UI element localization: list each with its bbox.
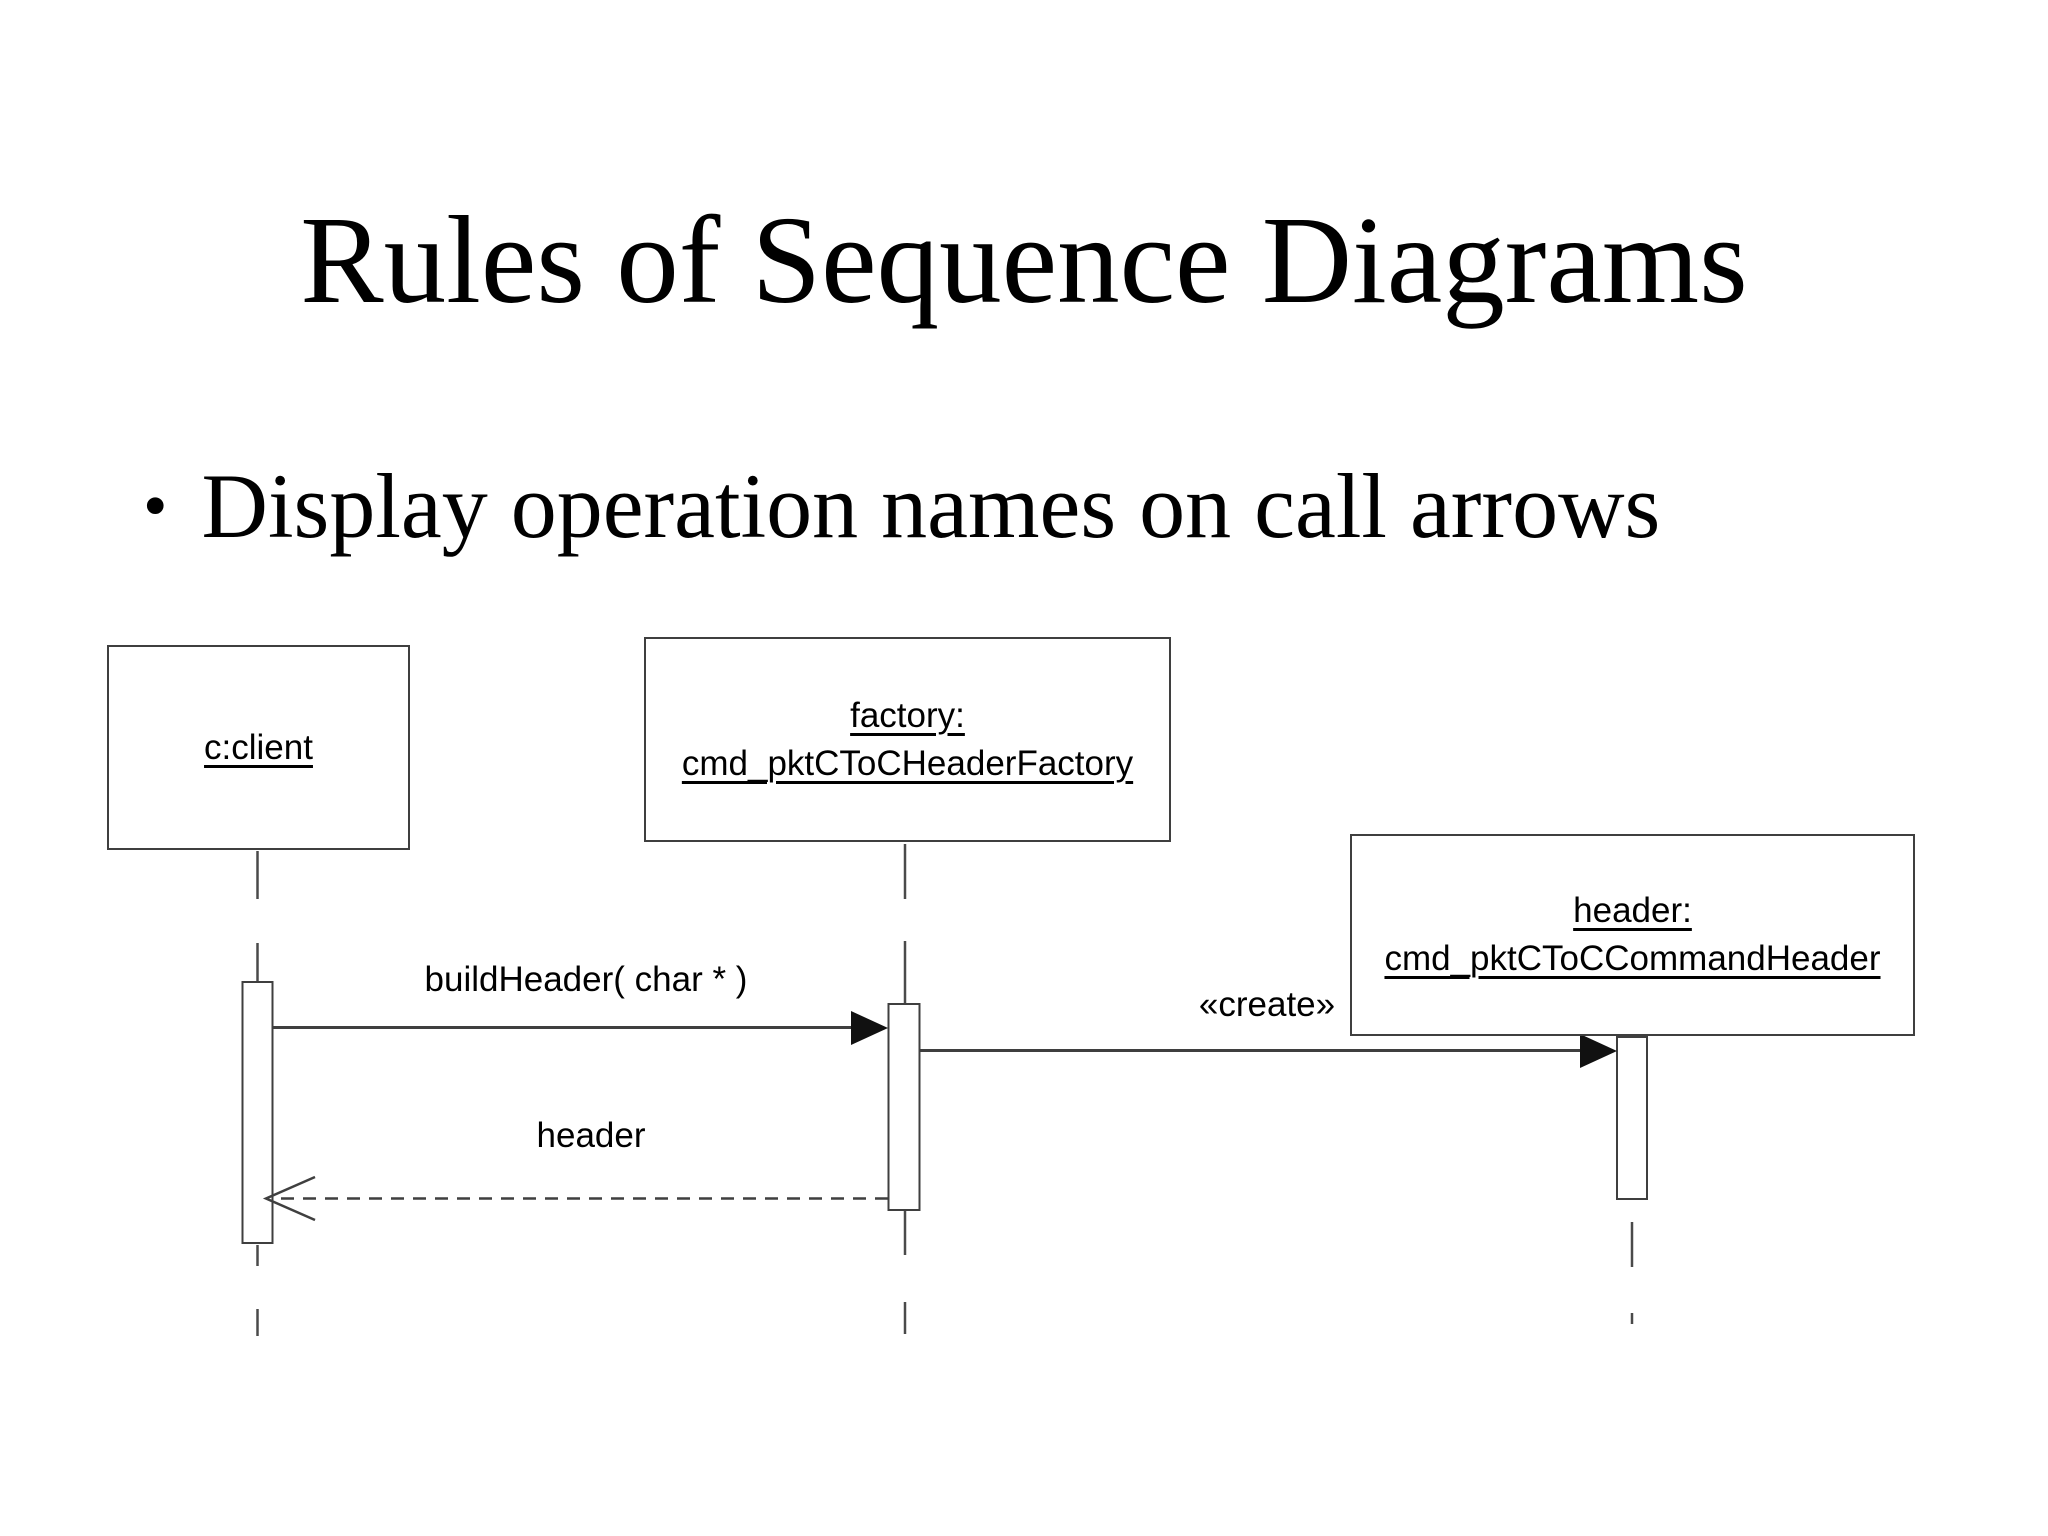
bullet-text: Display operation names on call arrows [201, 455, 1661, 557]
message-label-create: «create» [1198, 985, 1336, 1024]
create-arrow [920, 1034, 1617, 1068]
object-name: factory: [850, 695, 965, 735]
object-box-factory: factory: cmd_pktCToCHeaderFactory [644, 637, 1171, 842]
object-box-header: header: cmd_pktCToCCommandHeader [1350, 834, 1915, 1036]
activation-bar-header [1616, 1036, 1648, 1200]
bullet-icon: • [143, 468, 168, 545]
object-name: header: [1573, 891, 1692, 930]
return-arrow-header [262, 1175, 888, 1222]
filled-arrowhead-icon [851, 1011, 888, 1045]
message-label-buildheader: buildHeader( char * ) [424, 960, 748, 999]
activation-bar-client [241, 981, 274, 1244]
slide-title: Rules of Sequence Diagrams [300, 192, 1748, 330]
object-class: cmd_pktCToCHeaderFactory [681, 743, 1134, 783]
activation-bar-factory [887, 1003, 921, 1211]
bullet-item: • Display operation names on call arrows [143, 454, 1660, 560]
filled-arrowhead-icon [1580, 1034, 1617, 1068]
message-label-return: header [536, 1116, 646, 1155]
object-name: c:client [204, 727, 313, 767]
object-box-client: c:client [107, 645, 410, 850]
open-arrowhead-icon [262, 1175, 316, 1222]
call-arrow-buildheader [273, 1011, 888, 1045]
object-class: cmd_pktCToCCommandHeader [1384, 939, 1881, 978]
